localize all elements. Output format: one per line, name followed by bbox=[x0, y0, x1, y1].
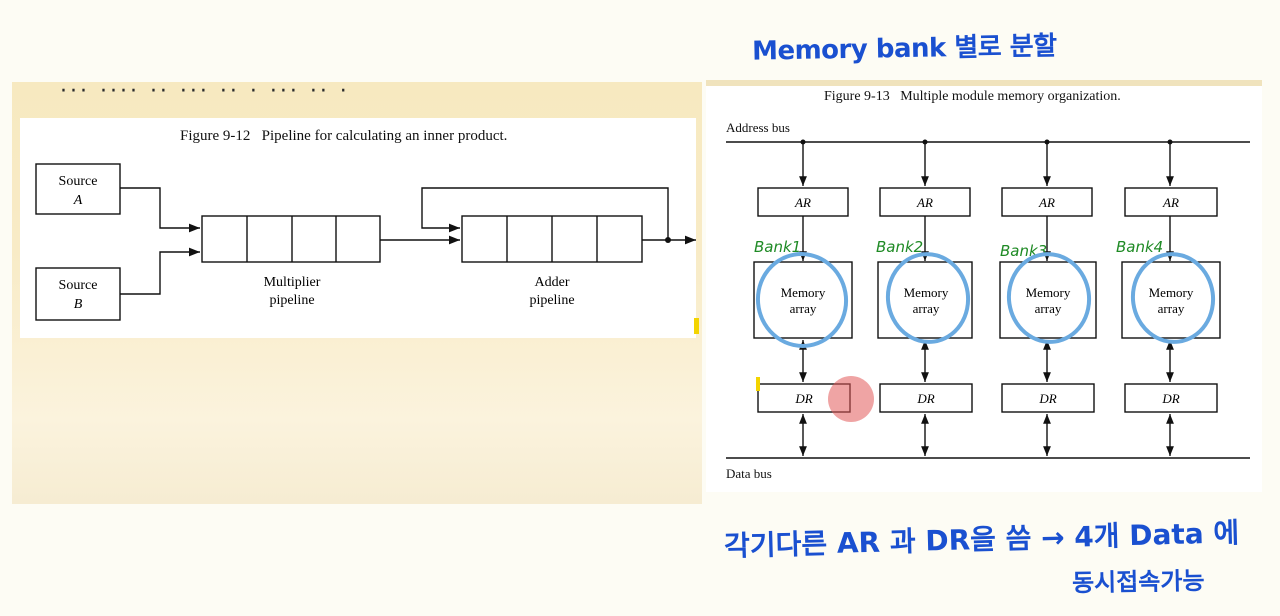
bank-1-memory-label: Memory bbox=[781, 285, 826, 300]
source-a-label: Source bbox=[59, 174, 98, 189]
right-slide-band bbox=[706, 80, 1262, 86]
bank-4-ar-label: AR bbox=[1162, 195, 1179, 210]
bank-4-array-label: array bbox=[1158, 301, 1185, 316]
handwritten-note-bottom-line2: 동시접속가능 bbox=[1071, 566, 1205, 598]
bank-4-dr-label: DR bbox=[1161, 391, 1179, 406]
laser-pointer-dot bbox=[828, 376, 874, 422]
multiple-module-memory-figure: Figure 9-13 Multiple module memory organ… bbox=[726, 89, 1250, 481]
bank-1-dr-label: DR bbox=[794, 391, 812, 406]
highlight-mark-dr bbox=[756, 377, 760, 391]
adder-label-line1: Adder bbox=[535, 275, 570, 290]
bank-4-dr-box bbox=[1124, 383, 1218, 413]
bank-1-circle-annotation bbox=[755, 252, 849, 348]
figure-9-12-caption: Figure 9-12 Pipeline for calculating an … bbox=[180, 128, 507, 144]
bank-3-array-label: array bbox=[1035, 301, 1062, 316]
bank-3-circle-annotation bbox=[1006, 252, 1092, 344]
bank-3-memory-array-box bbox=[999, 261, 1097, 339]
bank-1-memory-array-box bbox=[753, 261, 853, 339]
figure-panel bbox=[20, 118, 696, 338]
bank-1-ar-label: AR bbox=[794, 195, 811, 210]
cut-off-slide-title: ··· ···· ·· ··· ·· · ··· ·· · bbox=[60, 79, 350, 92]
memory-bank-4: AR Memory array DR Bank4 bbox=[1116, 139, 1221, 456]
bank-2-note: Bank2 bbox=[876, 238, 923, 256]
source-b-letter: B bbox=[74, 297, 83, 312]
bank-2-ar-label: AR bbox=[916, 195, 933, 210]
bank-1-note: Bank1 bbox=[754, 238, 801, 256]
bank-3-memory-label: Memory bbox=[1026, 285, 1071, 300]
bank-4-note: Bank4 bbox=[1116, 238, 1163, 256]
multiplier-pipeline bbox=[201, 215, 381, 263]
bank-3-dr-box bbox=[1001, 383, 1095, 413]
handwritten-note-bottom-line1: 각기다른 AR 과 DR을 씀 → 4개 Data 에 bbox=[723, 516, 1240, 563]
highlight-mark bbox=[694, 318, 699, 334]
memory-bank-1: AR Memory array DR Bank1 bbox=[753, 139, 853, 456]
source-a-box bbox=[35, 163, 121, 215]
bank-3-ar-label: AR bbox=[1038, 195, 1055, 210]
data-bus-label: Data bus bbox=[726, 466, 772, 481]
bank-2-array-label: array bbox=[913, 301, 940, 316]
source-b-label: Source bbox=[59, 278, 98, 293]
adder-pipeline bbox=[461, 215, 643, 263]
inner-product-pipeline-figure: Figure 9-12 Pipeline for calculating an … bbox=[20, 118, 696, 338]
handwritten-note-top: Memory bank 별로 분할 bbox=[751, 31, 1057, 67]
bank-2-dr-label: DR bbox=[916, 391, 934, 406]
source-a-letter: A bbox=[73, 193, 83, 208]
bank-4-ar-box bbox=[1124, 187, 1218, 217]
memory-bank-2: AR Memory array DR Bank2 bbox=[876, 139, 973, 456]
feedback-loop-arrow bbox=[421, 187, 669, 240]
bank-1-array-label: array bbox=[790, 301, 817, 316]
bank-2-memory-array-box bbox=[877, 261, 973, 339]
figure-9-13-caption: Figure 9-13 Multiple module memory organ… bbox=[824, 89, 1121, 104]
address-bus-label: Address bus bbox=[726, 120, 790, 135]
memory-bank-3: AR Memory array DR Bank3 bbox=[999, 139, 1097, 456]
bank-4-memory-label: Memory bbox=[1149, 285, 1194, 300]
bank-3-note: Bank3 bbox=[1000, 242, 1047, 260]
bank-4-memory-array-box bbox=[1121, 261, 1221, 339]
bank-2-dr-box bbox=[879, 383, 973, 413]
bank-4-circle-annotation bbox=[1130, 252, 1216, 344]
bank-2-memory-label: Memory bbox=[904, 285, 949, 300]
multiplier-label-line1: Multiplier bbox=[264, 275, 321, 290]
multiplier-label-line2: pipeline bbox=[269, 293, 314, 308]
bank-3-dr-label: DR bbox=[1038, 391, 1056, 406]
source-b-arrow bbox=[120, 247, 200, 295]
bank-2-circle-annotation bbox=[885, 252, 971, 344]
adder-label-line2: pipeline bbox=[529, 293, 574, 308]
source-a-arrow bbox=[120, 187, 200, 233]
